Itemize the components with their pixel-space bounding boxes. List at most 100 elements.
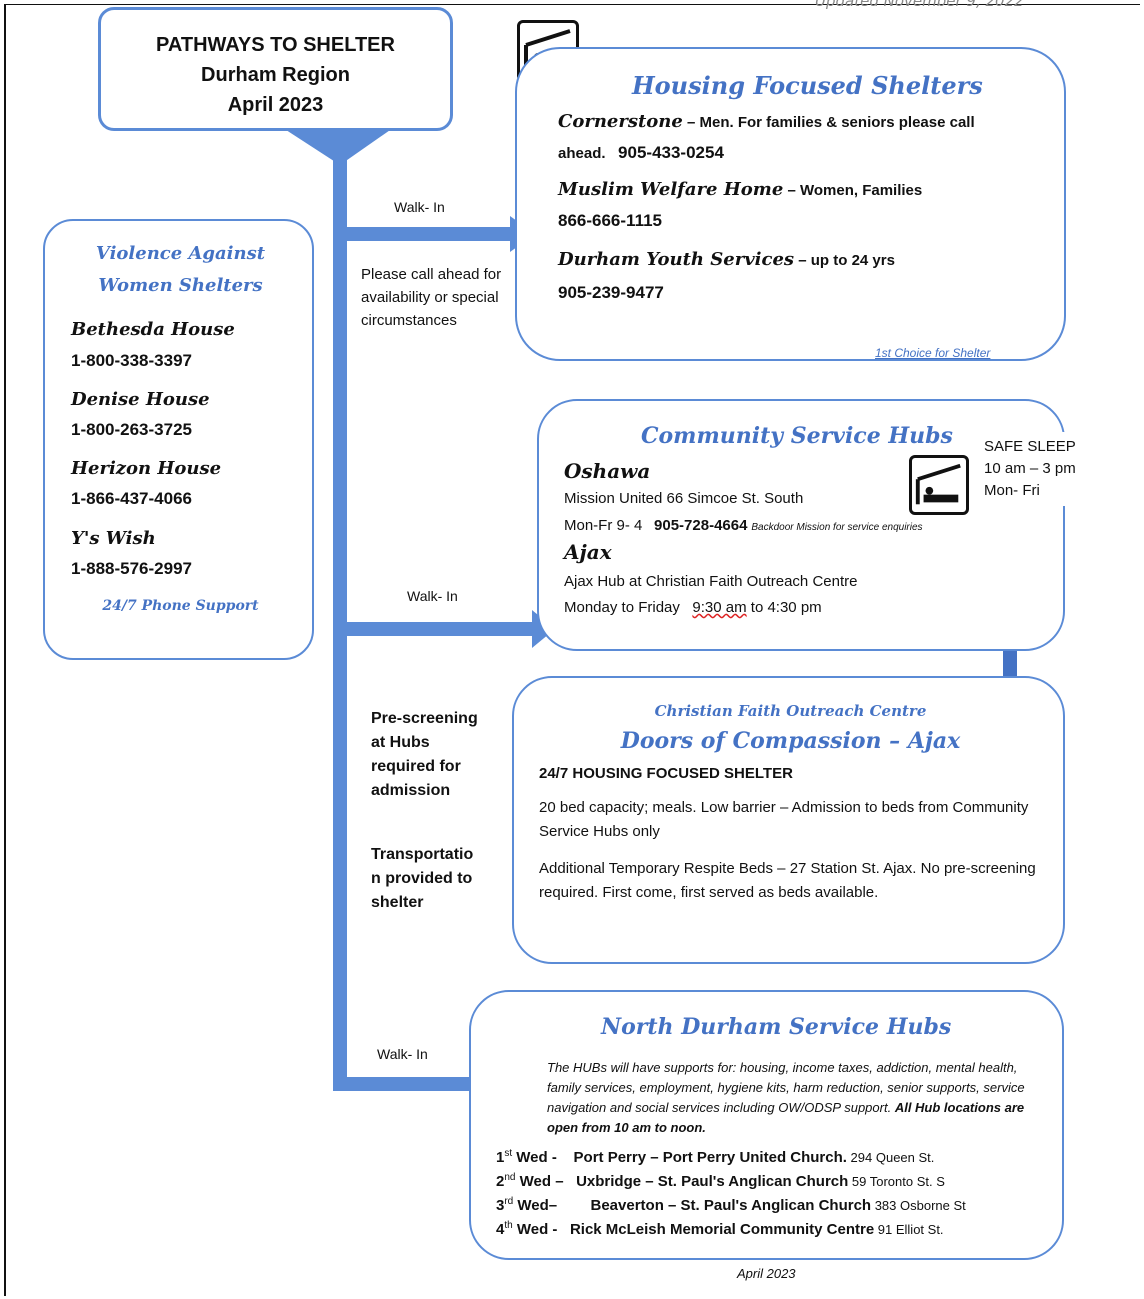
doors-capacity: 20 bed capacity; meals. Low barrier – Ad…: [539, 799, 1029, 840]
housing-shelters-box: Housing Focused Shelters Cornerstone – M…: [515, 47, 1066, 361]
youth-phone: 905-239-9477: [558, 283, 664, 302]
ajax-address: Ajax Hub at Christian Faith Outreach Cen…: [564, 573, 858, 590]
north-row-2-place: Uxbridge – St. Paul's Anglican Church: [576, 1173, 849, 1190]
north-row-4-addr: 91 Elliot St.: [874, 1222, 944, 1237]
north-row-3-place: Beaverton – St. Paul's Anglican Church: [590, 1197, 872, 1214]
north-row-3: 3rd Wed– Beaverton – St. Paul's Anglican…: [496, 1196, 966, 1214]
north-row-3-addr: 383 Osborne St: [871, 1198, 966, 1213]
community-hubs-box: Community Service Hubs Oshawa Mission Un…: [537, 399, 1065, 651]
north-row-1-day: Wed -: [512, 1149, 557, 1166]
vaw-name-herizon: Herizon House: [71, 458, 222, 479]
oshawa-phone: 905-728-4664: [654, 517, 748, 534]
north-row-2-num: 2: [496, 1173, 505, 1190]
youth-desc: – up to 24 yrs: [794, 252, 895, 269]
arrow-housing-shaft: [345, 227, 515, 241]
youth-name: Durham Youth Services: [558, 249, 795, 270]
arrow-hubs-shaft: [345, 622, 535, 636]
date-label: April 2023: [227, 94, 324, 116]
doors-title: Doors of Compassion – Ajax: [620, 728, 961, 754]
vaw-phone-denise: 1-800-263-3725: [71, 420, 192, 439]
safe-sleep-title: SAFE SLEEP: [984, 438, 1076, 455]
doors-respite: Additional Temporary Respite Beds – 27 S…: [539, 860, 1036, 901]
north-row-4-sup: th: [504, 1220, 513, 1231]
north-row-3-num: 3: [496, 1197, 505, 1214]
youth-entry: Durham Youth Services – up to 24 yrs: [558, 249, 895, 270]
north-description: The HUBs will have supports for: housing…: [547, 1058, 1037, 1138]
trunk-line: [333, 160, 347, 1090]
north-row-1-sup: st: [504, 1148, 513, 1159]
ajax-hours-a: Monday to Friday: [564, 599, 680, 616]
housing-footer: 1st Choice for Shelter: [875, 346, 991, 360]
doors-heading: 24/7 HOUSING FOCUSED SHELTER: [539, 765, 793, 782]
safe-sleep-days: Mon- Fri: [984, 482, 1040, 499]
muslim-phone: 866-666-1115: [558, 211, 662, 230]
footer-date: April 2023: [737, 1266, 796, 1281]
region-label: Durham Region: [201, 64, 350, 86]
shelter-bed-icon: [909, 455, 969, 515]
north-row-2-addr: 59 Toronto St. S: [848, 1174, 945, 1189]
north-row-4-day: Wed -: [512, 1221, 558, 1238]
vaw-title-2: Women Shelters: [98, 275, 263, 296]
walkin-label-2: Walk- In: [407, 588, 458, 604]
cornerstone-phone: 905-433-0254: [618, 143, 724, 162]
page-title: PATHWAYS TO SHELTER: [156, 34, 395, 56]
transport-note: Transportation provided to shelter: [371, 846, 474, 911]
north-row-2-day: Wed –: [515, 1173, 564, 1190]
oshawa-hours-line: Mon-Fr 9- 4 905-728-4664 Backdoor Missio…: [564, 517, 923, 534]
north-row-4-num: 4: [496, 1221, 505, 1238]
call-ahead-note: Please call ahead for availability or sp…: [361, 266, 502, 329]
walkin-label-1: Walk- In: [394, 199, 445, 215]
muslim-entry: Muslim Welfare Home – Women, Families: [558, 179, 922, 200]
doors-of-compassion-box: Christian Faith Outreach Centre Doors of…: [512, 676, 1065, 964]
vaw-name-bethesda: Bethesda House: [71, 319, 235, 340]
cornerstone-entry: Cornerstone – Men. For families & senior…: [558, 111, 975, 132]
safe-sleep-panel: SAFE SLEEP 10 am – 3 pm Mon- Fri: [978, 432, 1098, 506]
ajax-hours-b: 9:30 am: [692, 599, 747, 616]
vaw-shelters-box: Violence Against Women Shelters Bethesda…: [43, 219, 314, 660]
housing-title: Housing Focused Shelters: [632, 71, 983, 100]
north-row-3-sup: rd: [504, 1196, 514, 1207]
ajax-label: Ajax: [564, 540, 612, 564]
vaw-phone-herizon: 1-866-437-4066: [71, 489, 192, 508]
title-box: PATHWAYS TO SHELTER Durham Region April …: [98, 7, 453, 131]
oshawa-hours: Mon-Fr 9- 4: [564, 517, 643, 534]
north-row-4: 4th Wed - Rick McLeish Memorial Communit…: [496, 1220, 944, 1238]
vaw-title-1: Violence Against: [95, 243, 266, 264]
oshawa-note: Backdoor Mission for service enquiries: [751, 522, 923, 533]
title-pointer: [283, 128, 393, 165]
north-row-4-place: Rick McLeish Memorial Community Centre: [569, 1221, 875, 1238]
prescreen-note: Pre-screening at Hubs required for admis…: [371, 710, 478, 799]
hubs-title: Community Service Hubs: [641, 423, 953, 449]
vaw-phone-bethesda: 1-800-338-3397: [71, 351, 192, 370]
cornerstone-name: Cornerstone: [558, 111, 683, 132]
vaw-phone-yswish: 1-888-576-2997: [71, 559, 192, 578]
cornerstone-line2: ahead. 905-433-0254: [558, 143, 724, 163]
oshawa-label: Oshawa: [564, 459, 651, 483]
north-row-1: 1st Wed - Port Perry – Port Perry United…: [496, 1148, 934, 1166]
cornerstone-desc: – Men. For families & seniors please cal…: [682, 114, 975, 131]
cornerstone-desc2: ahead.: [558, 145, 606, 162]
walkin-label-3: Walk- In: [377, 1046, 428, 1062]
safe-sleep-hours: 10 am – 3 pm: [984, 460, 1076, 477]
doors-subtitle: Christian Faith Outreach Centre: [654, 702, 927, 720]
north-row-1-addr: 294 Queen St.: [846, 1150, 935, 1165]
north-row-1-num: 1: [496, 1149, 505, 1166]
muslim-desc: – Women, Families: [783, 182, 923, 199]
north-desc-text: The HUBs will have supports for: housing…: [547, 1060, 1025, 1115]
north-row-1-place: Port Perry – Port Perry United Church.: [573, 1149, 847, 1166]
north-durham-box: North Durham Service Hubs The HUBs will …: [469, 990, 1064, 1260]
ajax-hours: Monday to Friday 9:30 am to 4:30 pm: [564, 599, 822, 616]
muslim-name: Muslim Welfare Home: [558, 179, 784, 200]
north-title: North Durham Service Hubs: [601, 1014, 952, 1040]
vaw-name-denise: Denise House: [71, 389, 210, 410]
ajax-hours-c: to 4:30 pm: [750, 599, 822, 616]
vaw-name-yswish: Y's Wish: [71, 528, 156, 549]
oshawa-address: Mission United 66 Simcoe St. South: [564, 490, 804, 507]
north-row-2-sup: nd: [504, 1172, 516, 1183]
north-row-3-day: Wed–: [513, 1197, 558, 1214]
north-row-2: 2nd Wed – Uxbridge – St. Paul's Anglican…: [496, 1172, 945, 1190]
north-desc-bold: All Hub locations are open from 10 am to…: [547, 1100, 1025, 1135]
updated-note: Updated November 9, 2022: [815, 0, 1024, 10]
page-frame: [4, 4, 1140, 1296]
vaw-footer: 24/7 Phone Support: [102, 598, 259, 614]
